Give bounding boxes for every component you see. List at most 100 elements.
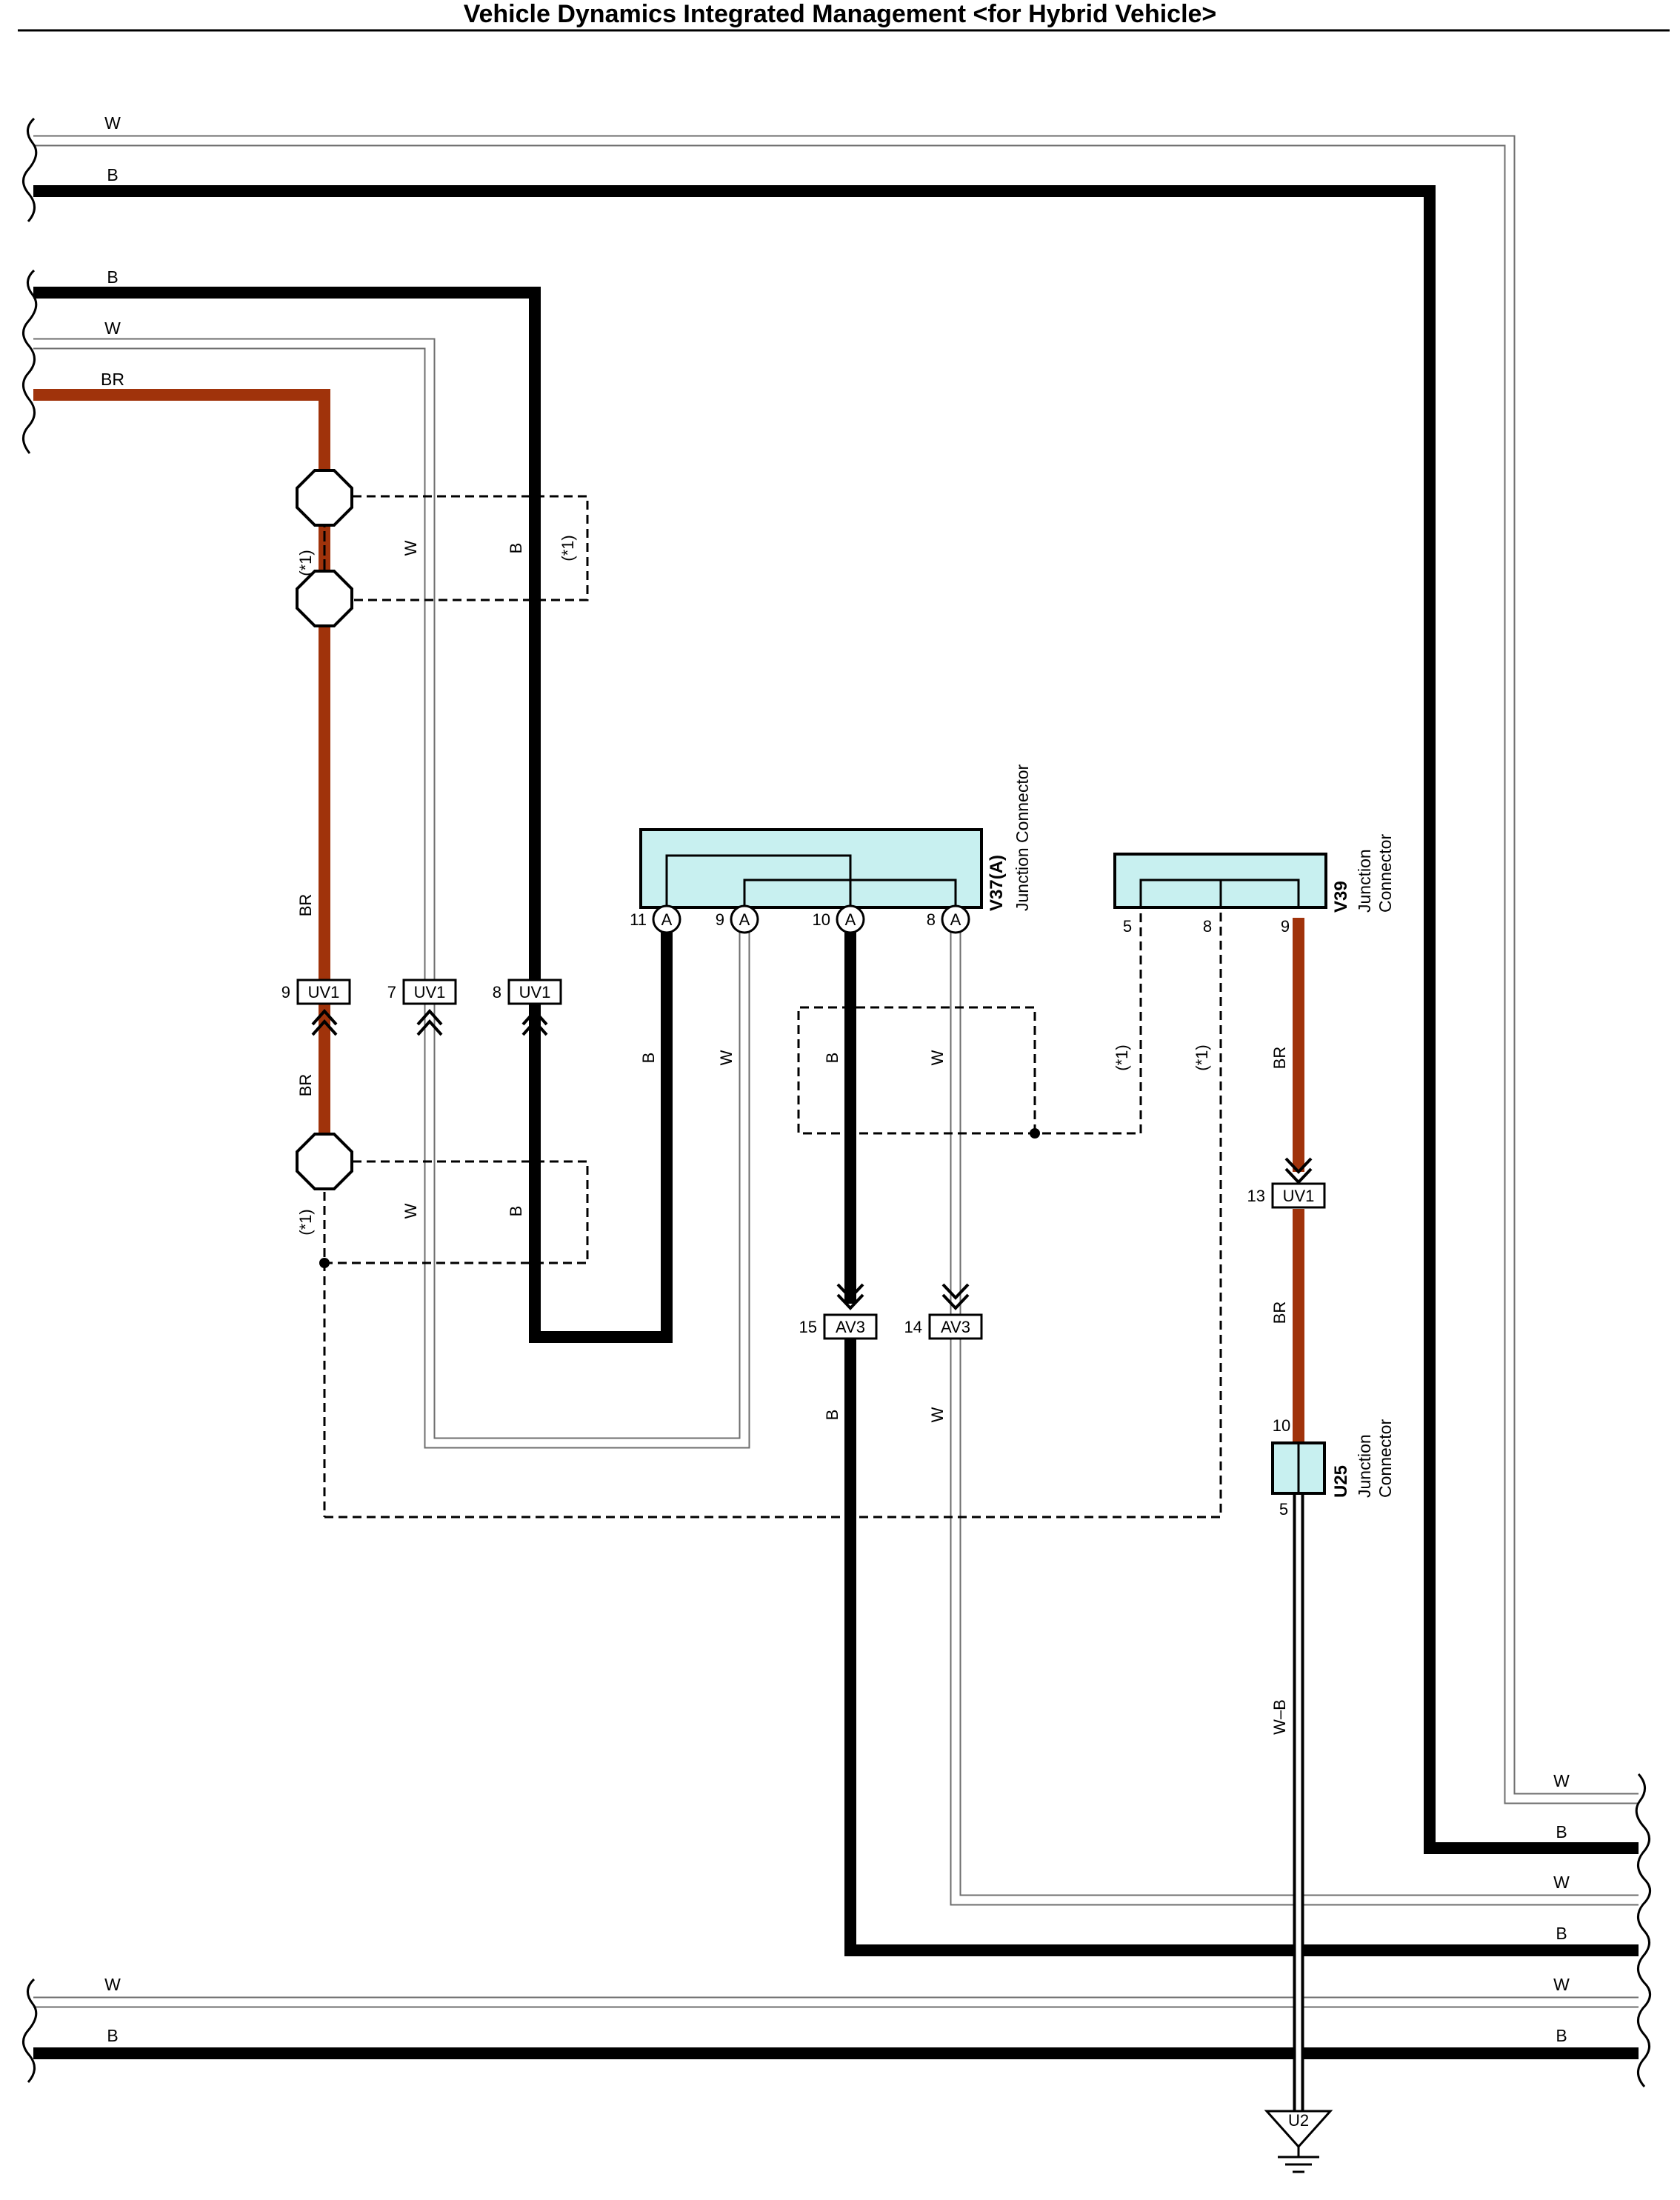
- wire-label-w: W: [1553, 1873, 1570, 1892]
- shield-octagon-1: [296, 469, 353, 527]
- white-wires-inner: [33, 136, 1639, 2007]
- wire-label-b: B: [107, 165, 118, 184]
- wire-label-b: B: [1556, 2026, 1567, 2045]
- shield-box-upper: [323, 495, 589, 601]
- ground-u2: U2: [1264, 2110, 1333, 2173]
- av3-code: AV3: [836, 1318, 865, 1336]
- wire-label-b: B: [507, 1206, 525, 1217]
- wire-br-left: [33, 389, 330, 1161]
- wire-label-b: B: [507, 543, 525, 554]
- v39-pin-5: 5: [1123, 917, 1132, 936]
- uv1-pin-13: 13: [1247, 1187, 1265, 1205]
- v37-terminals: [652, 904, 970, 934]
- shield-box-lower: [324, 1160, 589, 1264]
- v39-desc-1: Junction: [1355, 849, 1374, 913]
- v37-desc: Junction Connector: [1013, 764, 1032, 911]
- v37-terminal-label: A: [950, 910, 961, 929]
- uv1-code: UV1: [1283, 1187, 1315, 1205]
- shield-octagon-2: [296, 570, 353, 627]
- wire-label-w: W: [401, 1203, 420, 1219]
- wire-label-w: W: [1553, 1771, 1570, 1790]
- av3-pin-14: 14: [904, 1318, 922, 1336]
- wire-labels-horizontal: W B B W BR W B W B W B W B: [101, 113, 1570, 2045]
- uv1-pin-7: 7: [387, 983, 396, 1001]
- white-wires-outer: [33, 135, 1639, 2008]
- u25-pin-5: 5: [1279, 1500, 1288, 1519]
- wire-b-av3-15: [844, 1326, 1639, 1956]
- shield-note: (*1): [1193, 1044, 1211, 1070]
- u25-pin-10: 10: [1273, 1416, 1290, 1435]
- u25-desc-2: Connector: [1376, 1419, 1395, 1498]
- junction-connector-u25: 10 5 U25 Junction Connector: [1271, 1416, 1395, 1519]
- wire-label-br: BR: [296, 1074, 315, 1097]
- wire-label-w: W: [104, 113, 121, 133]
- uv1-pin-9-connector: UV1 9: [281, 979, 351, 1036]
- wire-b-top-loop: [33, 185, 1639, 1854]
- uv1-code: UV1: [308, 983, 340, 1001]
- junction-connector-v39: 5 8 9 V39 Junction Connector: [1113, 834, 1395, 936]
- uv1-pin-8-connector: UV1 8: [493, 979, 562, 1036]
- v37-pin-11: 11: [630, 910, 647, 929]
- inline-connectors-uv1: UV1 9 UV1 7 UV1 8 UV1 13: [281, 979, 1326, 1209]
- wire-w-uv1-7: [33, 338, 750, 1449]
- wire-label-w: W: [401, 540, 420, 556]
- shield-octagon-3: [296, 1133, 353, 1190]
- wire-label-b: B: [1556, 1822, 1567, 1841]
- u25-desc-1: Junction: [1355, 1434, 1374, 1498]
- wire-label-w: W: [717, 1050, 736, 1065]
- wire-break-marks-right: [1635, 1773, 1651, 2087]
- uv1-pin-7-connector: UV1 7: [387, 979, 457, 1036]
- wire-label-w: W: [104, 1975, 121, 1994]
- wire-label-b: B: [107, 2026, 118, 2045]
- v39-name: V39: [1331, 881, 1351, 913]
- wire-label-b: B: [1556, 1924, 1567, 1943]
- wire-label-br: BR: [1270, 1047, 1289, 1070]
- v37-terminal-label: A: [739, 910, 750, 929]
- uv1-code: UV1: [414, 983, 446, 1001]
- wire-label-b: B: [823, 1053, 841, 1064]
- wire-labels-vertical: (*1) W B (*1) BR BR (*1) W B B W B W (*1…: [296, 535, 1289, 1735]
- uv1-pin-8: 8: [493, 983, 501, 1001]
- v37-pin-10: 10: [813, 910, 830, 929]
- shield-note: (*1): [1113, 1044, 1131, 1070]
- av3-pin-15-connector: AV3 15: [799, 1283, 878, 1340]
- av3-pin-15: 15: [799, 1318, 817, 1336]
- v37-name: V37(A): [987, 855, 1007, 911]
- v39-pin-8: 8: [1203, 917, 1212, 936]
- page-title: Vehicle Dynamics Integrated Management <…: [464, 0, 1217, 28]
- shield-junction-dots: [319, 875, 1226, 1268]
- brown-wires: [33, 389, 1304, 1444]
- v37-terminal-label: A: [845, 910, 856, 929]
- uv1-pin-9: 9: [281, 983, 290, 1001]
- v37-pin-9: 9: [716, 910, 724, 929]
- wire-b-uv1-8: [33, 287, 673, 1343]
- wire-label-br: BR: [296, 894, 315, 917]
- wire-label-w: W: [1553, 1975, 1570, 1994]
- wire-label-b: B: [107, 267, 118, 287]
- v39-pin-9: 9: [1281, 917, 1290, 936]
- uv1-code: UV1: [519, 983, 551, 1001]
- shield-note: (*1): [296, 550, 315, 576]
- wire-label-br: BR: [1270, 1301, 1289, 1324]
- ground-code: U2: [1288, 2111, 1309, 2130]
- wire-label-b: B: [823, 1410, 841, 1421]
- u25-name: U25: [1331, 1465, 1351, 1498]
- av3-pin-14-connector: AV3 14: [904, 1283, 983, 1340]
- shield-lines: [323, 495, 1222, 1519]
- shield-box-middle: [797, 907, 1142, 1135]
- uv1-pin-13-connector: UV1 13: [1247, 1157, 1326, 1209]
- junction-connector-v37: A A A A 11 9 10 8 V37(A) Junction Connec…: [630, 764, 1032, 934]
- v37-terminal-label: A: [661, 910, 673, 929]
- wire-label-b: B: [639, 1053, 658, 1064]
- inline-connectors-av3: AV3 15 AV3 14: [799, 1283, 983, 1340]
- v39-desc-2: Connector: [1376, 834, 1395, 913]
- black-wires: [33, 185, 1639, 2059]
- av3-code: AV3: [941, 1318, 970, 1336]
- wire-label-wb: W–B: [1270, 1699, 1289, 1735]
- wire-label-br: BR: [101, 370, 124, 389]
- v37-pin-8: 8: [927, 910, 936, 929]
- wire-label-w: W: [928, 1407, 947, 1422]
- shield-note: (*1): [559, 535, 577, 561]
- wire-label-w: W: [928, 1050, 947, 1065]
- shield-note: (*1): [296, 1209, 315, 1235]
